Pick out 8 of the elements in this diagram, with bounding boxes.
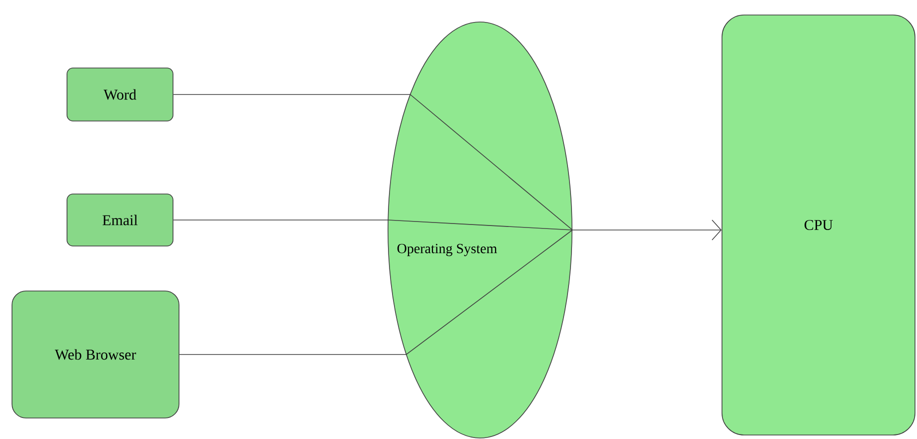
process-box: Word xyxy=(66,68,174,122)
connector-line xyxy=(173,220,573,230)
connector-line xyxy=(572,220,722,240)
connector-line xyxy=(179,230,573,355)
process-box: Web Browser xyxy=(12,290,180,418)
process-box: Email xyxy=(66,194,174,246)
connector-line xyxy=(173,94,573,230)
process-box: CPU xyxy=(722,14,916,436)
